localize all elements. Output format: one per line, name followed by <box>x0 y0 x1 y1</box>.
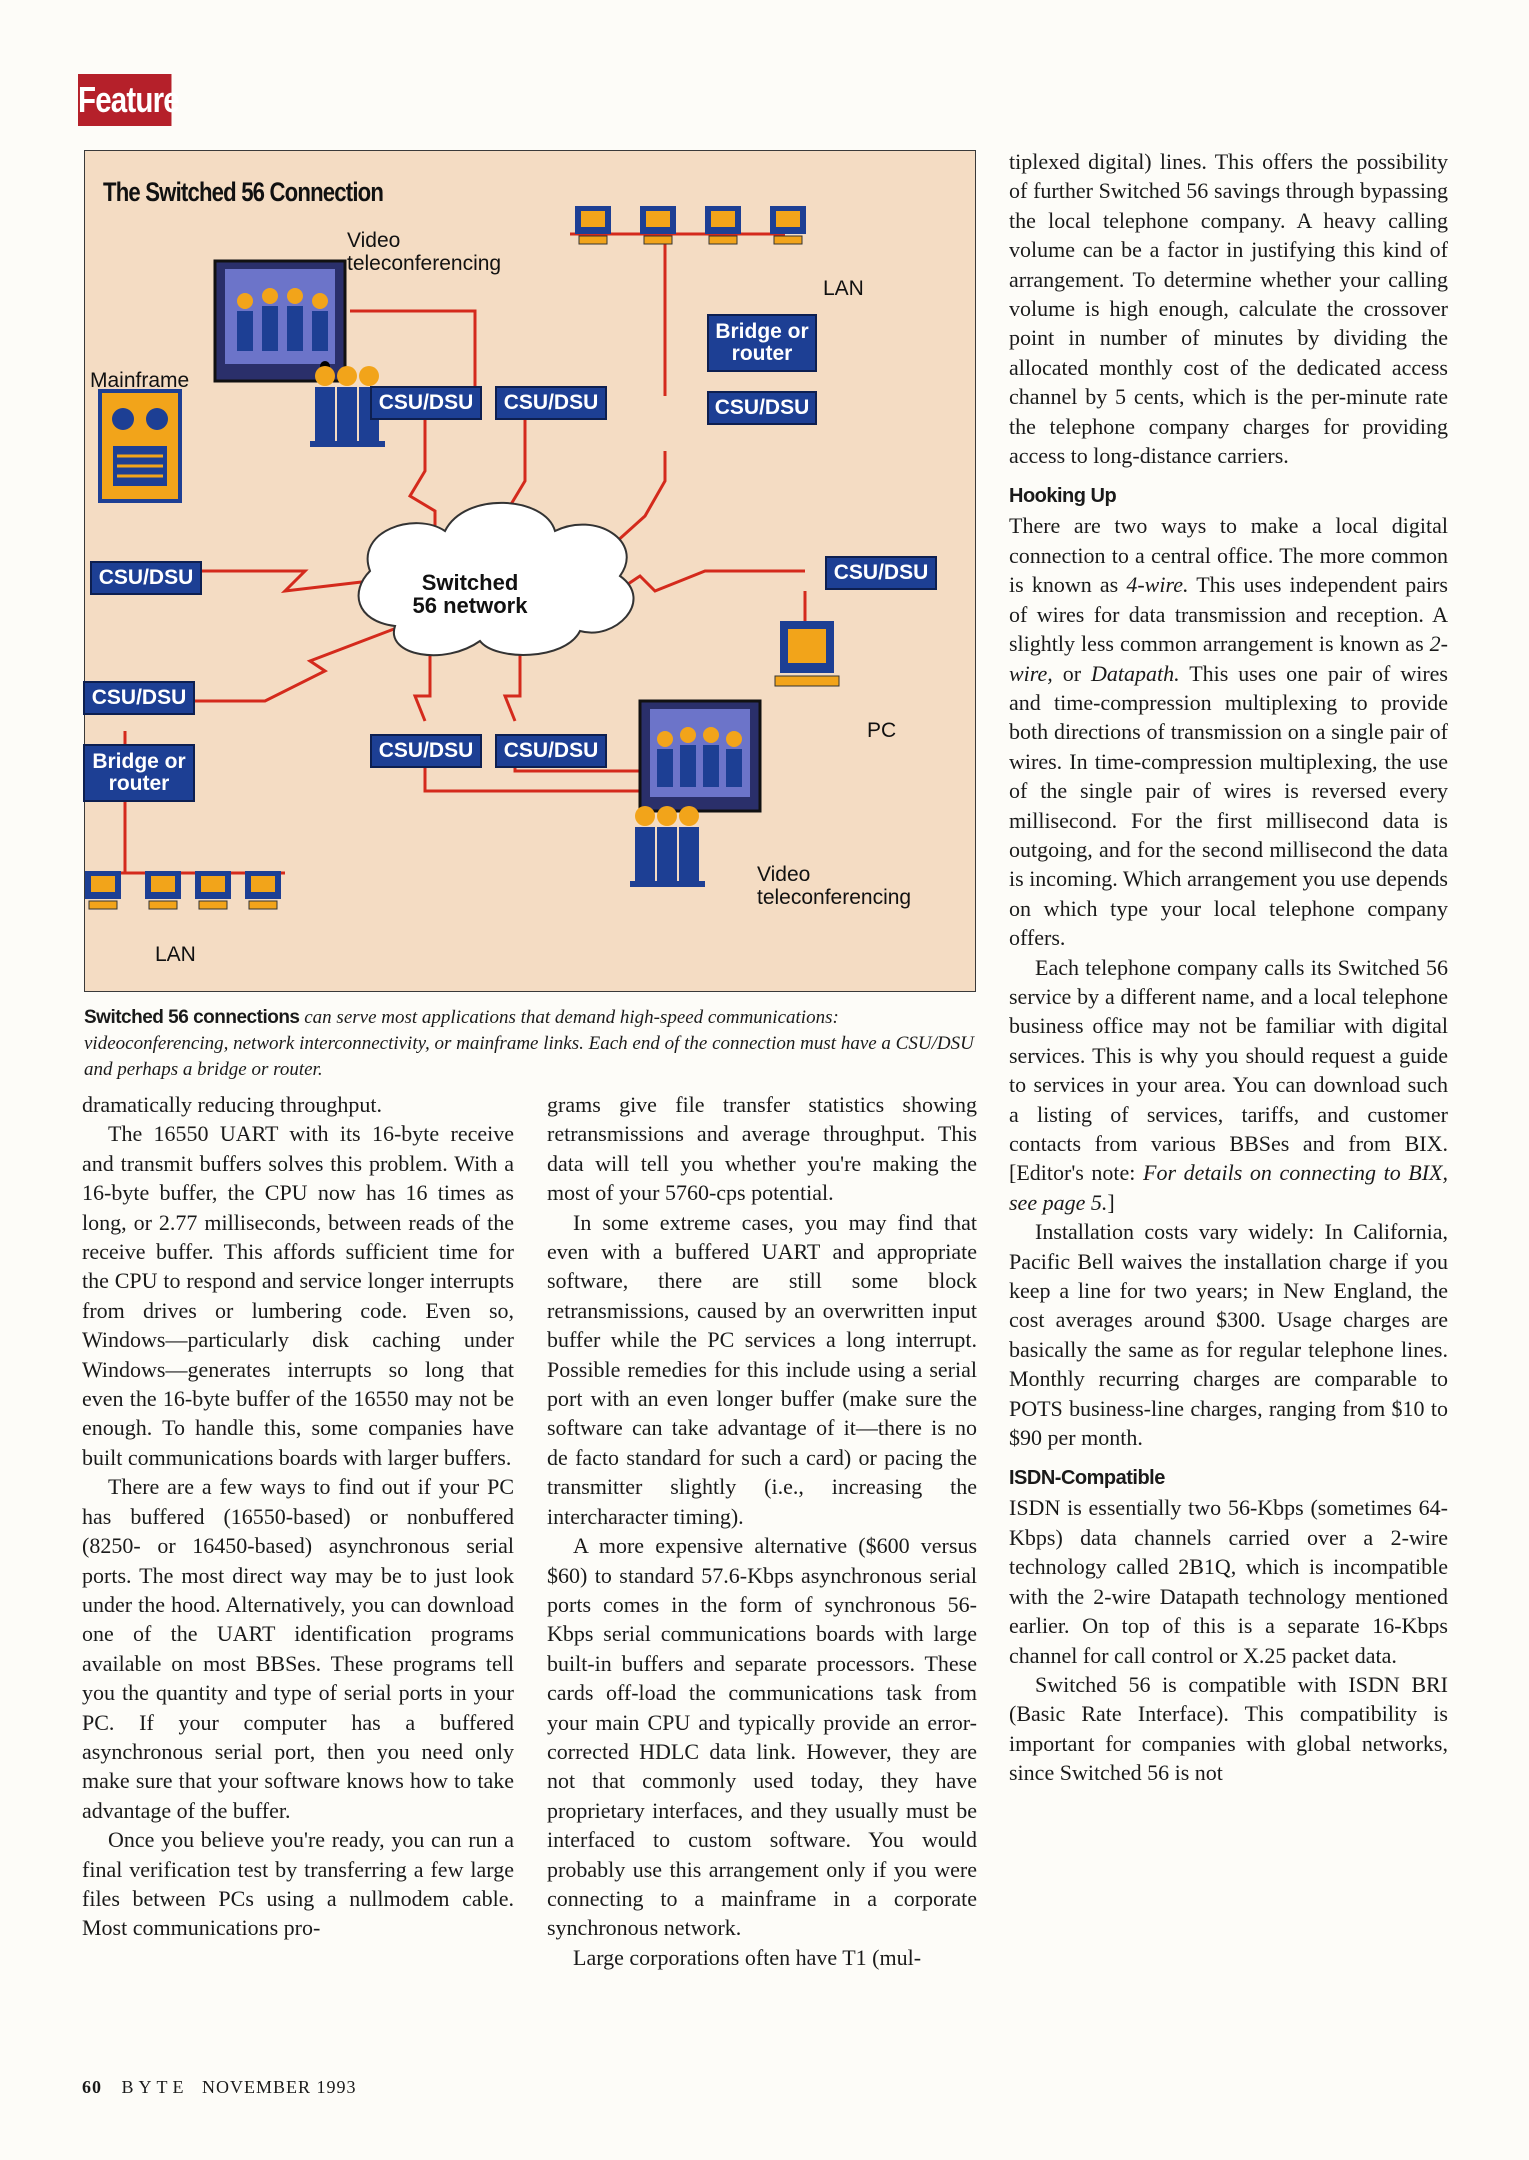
cloud-shape <box>357 501 635 657</box>
bridge-router-left: Bridge or router <box>83 744 195 802</box>
people-bottom-icon <box>630 806 705 887</box>
network-diagram: The Switched 56 Connection Video telecon… <box>83 150 976 992</box>
section-tab: Feature <box>78 74 180 126</box>
heading-hooking-up: Hooking Up <box>1009 485 1117 508</box>
label-mainframe: Mainframe <box>90 369 190 392</box>
col3-para-costs: Installation costs vary widely: In Calif… <box>1009 1219 1448 1451</box>
bottom-lan-computers <box>85 871 281 910</box>
video-conference-bottom-icon <box>638 699 762 813</box>
figure-caption: Switched 56 connections can serve most a… <box>84 1005 976 1083</box>
csu-dsu-top-right: CSU/DSU <box>707 391 817 425</box>
label-lan-bottom: LAN <box>155 943 196 966</box>
col3-para-hooking: There are two ways to make a local digit… <box>1009 513 1448 951</box>
col1-para-2: The 16550 UART with its 16-byte receive … <box>82 1121 514 1470</box>
column-1: dramatically reducing throughput. The 16… <box>82 1090 514 1943</box>
video-conference-top-icon <box>213 259 347 383</box>
link-csu1-cloud <box>407 416 437 546</box>
link-cloud-csu-bottom2 <box>502 641 522 722</box>
page-footer: 60 BYTE NOVEMBER 1993 <box>82 2077 357 2098</box>
label-video-bottom: Video teleconferencing <box>757 863 912 910</box>
mainframe-icon <box>98 389 182 503</box>
top-lan-computers <box>575 206 806 245</box>
heading-isdn: ISDN-Compatible <box>1009 1467 1165 1490</box>
col1-para-4: Once you believe you're ready, you can r… <box>82 1827 514 1941</box>
col1-para-3: There are a few ways to find out if your… <box>82 1474 514 1823</box>
issue-date: NOVEMBER 1993 <box>202 2077 357 2097</box>
magazine-name: BYTE <box>121 2077 189 2097</box>
link-csu-leftlow-cloud <box>190 619 416 703</box>
col3-para-isdn: ISDN is essentially two 56-Kbps (sometim… <box>1009 1495 1448 1668</box>
col3-para-bri: Switched 56 is compatible with ISDN BRI … <box>1009 1671 1448 1786</box>
csu-dsu-bottom-1: CSU/DSU <box>370 734 482 768</box>
col1-para-1: dramatically reducing throughput. <box>82 1092 382 1117</box>
csu-dsu-bottom-2: CSU/DSU <box>495 734 607 768</box>
link-video-top <box>350 309 477 386</box>
link-csu-pc-cloud <box>609 569 805 598</box>
diagram-graphics <box>85 206 840 910</box>
figure-title: The Switched 56 Connection <box>103 177 384 207</box>
col2-para-2: In some extreme cases, you may find that… <box>547 1209 977 1529</box>
csu-dsu-top-2: CSU/DSU <box>495 386 607 420</box>
cloud-label: Switched 56 network <box>412 570 528 619</box>
col2-para-3: A more expensive alternative ($600 versu… <box>547 1533 977 1941</box>
col2-para-1: grams give file transfer statistics show… <box>547 1092 977 1206</box>
caption-text: can serve most applications that demand … <box>84 1007 974 1080</box>
link-cloud-csu-bottom1 <box>412 641 432 722</box>
column-3: tiplexed digital) lines. This offers the… <box>1009 147 1448 1788</box>
csu-dsu-right: CSU/DSU <box>825 556 937 590</box>
caption-lead: Switched 56 connections <box>84 1007 300 1028</box>
col3-intro: tiplexed digital) lines. This offers the… <box>1009 149 1448 469</box>
page-number: 60 <box>82 2077 102 2097</box>
col2-para-4: Large corporations often have T1 (mul- <box>573 1944 922 1970</box>
people-top-icon <box>310 366 385 447</box>
csu-dsu-top-1: CSU/DSU <box>370 386 482 420</box>
column-2: grams give file transfer statistics show… <box>547 1090 977 1972</box>
label-lan-top: LAN <box>823 277 864 300</box>
csu-dsu-left-low: CSU/DSU <box>83 681 195 715</box>
col3-para-names: Each telephone company calls its Switche… <box>1009 954 1448 1215</box>
label-video-top: Video teleconferencing <box>347 229 502 276</box>
csu-dsu-left: CSU/DSU <box>90 561 202 595</box>
label-pc: PC <box>867 719 897 742</box>
link-csu-left-cloud <box>190 569 371 593</box>
pc-icon <box>774 621 840 687</box>
bridge-router-top: Bridge or router <box>707 314 817 372</box>
